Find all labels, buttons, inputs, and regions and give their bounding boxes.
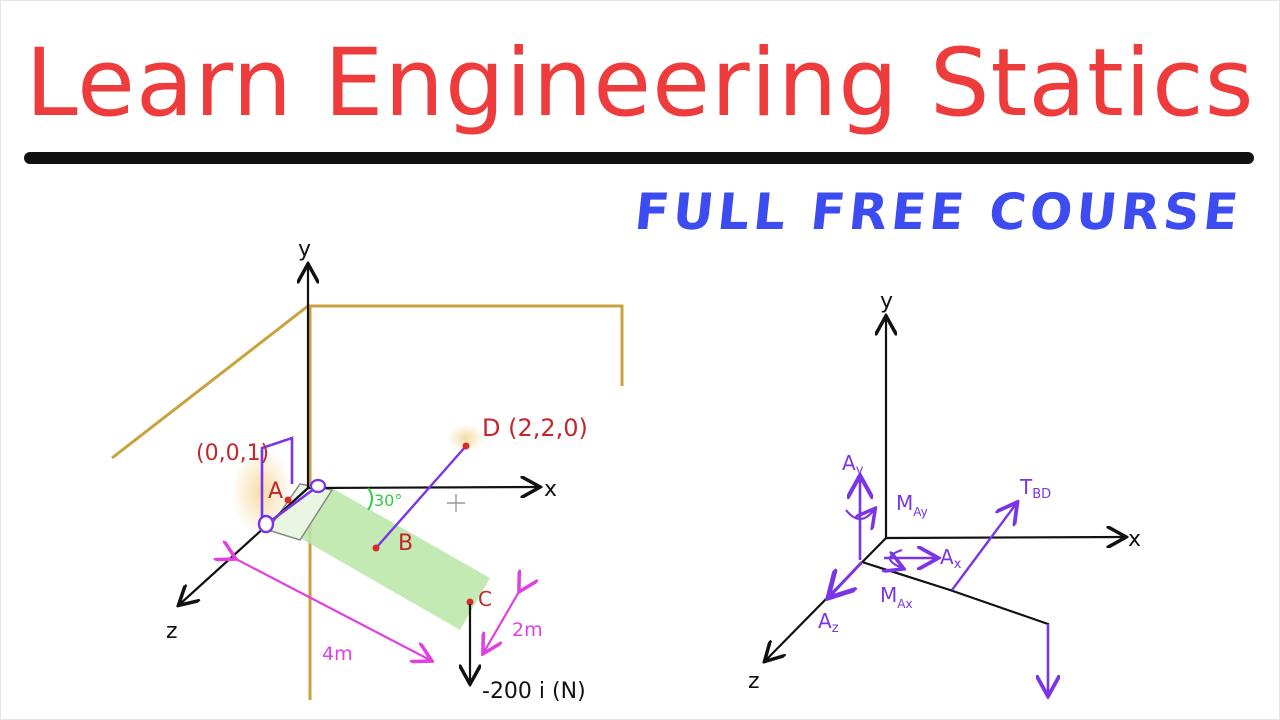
max-moment bbox=[890, 548, 902, 568]
right-fbd-diagram: y x z Ay MAy Ax MAx Az TBD bbox=[748, 289, 1141, 694]
dim-2m-arrow bbox=[484, 590, 520, 652]
hinge-cylinder-end bbox=[257, 514, 275, 534]
dim-4m-label: 4m bbox=[322, 643, 353, 665]
point-a-coord-label: (0,0,1) bbox=[196, 441, 269, 466]
az-arrow bbox=[830, 560, 864, 596]
x-axis-line bbox=[307, 487, 538, 488]
page-title: Learn Engineering Statics bbox=[25, 29, 1255, 138]
fbd-y-label: y bbox=[880, 289, 893, 314]
fbd-x-axis bbox=[885, 537, 1124, 538]
glow-d bbox=[448, 424, 484, 452]
left-x-label: x bbox=[544, 477, 557, 502]
ax-label: Ax bbox=[940, 545, 962, 572]
hinge-cylinder-top bbox=[309, 478, 327, 494]
tbd-arrow bbox=[951, 504, 1016, 591]
point-a-dot bbox=[284, 496, 292, 504]
may-label: MAy bbox=[896, 491, 928, 519]
angle-arc bbox=[367, 487, 373, 511]
point-c-dot bbox=[466, 598, 474, 606]
ay-label: Ay bbox=[842, 451, 864, 478]
tbd-label: TBD bbox=[1019, 475, 1051, 502]
dim-4m-arrow bbox=[234, 558, 430, 660]
fbd-member bbox=[861, 560, 1050, 692]
left-y-label: y bbox=[298, 237, 311, 262]
dim-2m-label: 2m bbox=[512, 619, 543, 641]
point-b-label: B bbox=[398, 531, 413, 556]
max-label: MAx bbox=[880, 583, 913, 611]
cursor-crosshair-icon bbox=[447, 494, 465, 512]
point-d-label: D (2,2,0) bbox=[482, 414, 588, 442]
az-label: Az bbox=[818, 609, 839, 636]
may-moment bbox=[845, 510, 874, 519]
back-wall bbox=[111, 304, 624, 460]
left-z-label: z bbox=[166, 619, 178, 644]
point-b-dot bbox=[372, 544, 380, 552]
fbd-z-label: z bbox=[748, 669, 760, 694]
fbd-z-axis bbox=[766, 537, 887, 660]
point-a-label: A bbox=[268, 479, 283, 504]
point-d-dot bbox=[462, 442, 470, 450]
hinge-bracket bbox=[260, 436, 294, 525]
fbd-x-label: x bbox=[1128, 527, 1141, 552]
title-divider bbox=[24, 152, 1254, 164]
point-c-label: C bbox=[478, 587, 492, 611]
angle-label: 30° bbox=[374, 491, 402, 510]
cable-bd bbox=[375, 445, 467, 549]
left-statics-diagram: y x z (0,0,1) A D (2,2,0) B C 30° 4m 2m … bbox=[111, 237, 624, 704]
load-label: -200 i (N) bbox=[482, 679, 586, 704]
